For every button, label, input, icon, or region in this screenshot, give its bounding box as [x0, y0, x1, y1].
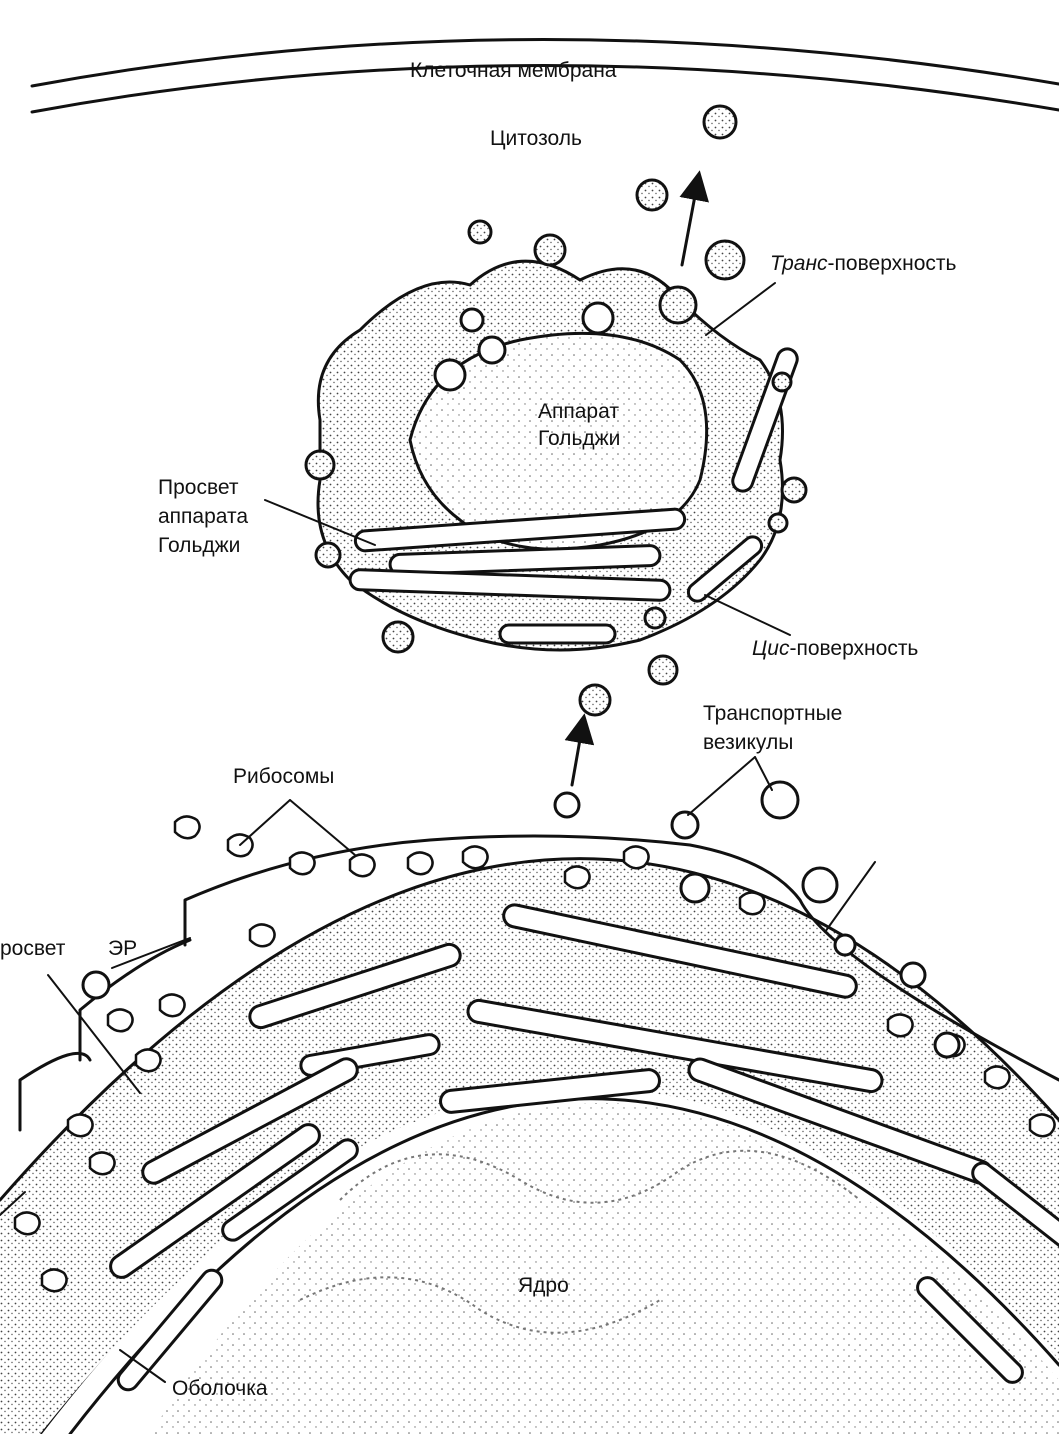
label-nucleus: Ядро	[518, 1274, 569, 1297]
label-golgi-lumen-3: Гольджи	[158, 534, 240, 557]
label-trans-face: Транс-поверхность	[770, 252, 957, 275]
label-er: ЭР	[108, 937, 137, 960]
label-golgi-1: Аппарат	[538, 400, 619, 423]
label-cytosol: Цитозоль	[490, 127, 582, 150]
golgi-vesicles	[304, 104, 808, 654]
leader-lines	[0, 282, 876, 1383]
label-golgi-lumen-2: аппарата	[158, 505, 248, 528]
golgi-apparatus	[316, 259, 799, 652]
arrow-to-golgi	[564, 713, 595, 787]
label-er-lumen: росвет	[0, 937, 66, 960]
label-ribosomes: Рибосомы	[233, 765, 334, 788]
label-cis-face: Цис-поверхность	[752, 637, 918, 660]
cell-membrane	[30, 38, 1059, 114]
label-golgi-lumen-1: Просвет	[158, 476, 239, 499]
label-envelope: Оболочка	[172, 1377, 268, 1400]
label-transport-2: везикулы	[703, 731, 793, 754]
label-cell-membrane: Клеточная мембрана	[410, 59, 617, 82]
arrow-to-membrane	[679, 170, 709, 267]
label-golgi-2: Гольджи	[538, 427, 620, 450]
nucleus	[150, 1102, 1059, 1434]
rough-er	[0, 834, 1059, 1434]
ribosomes	[13, 815, 1056, 1293]
label-transport-1: Транспортные	[703, 702, 842, 725]
transport-vesicles	[81, 654, 961, 1059]
